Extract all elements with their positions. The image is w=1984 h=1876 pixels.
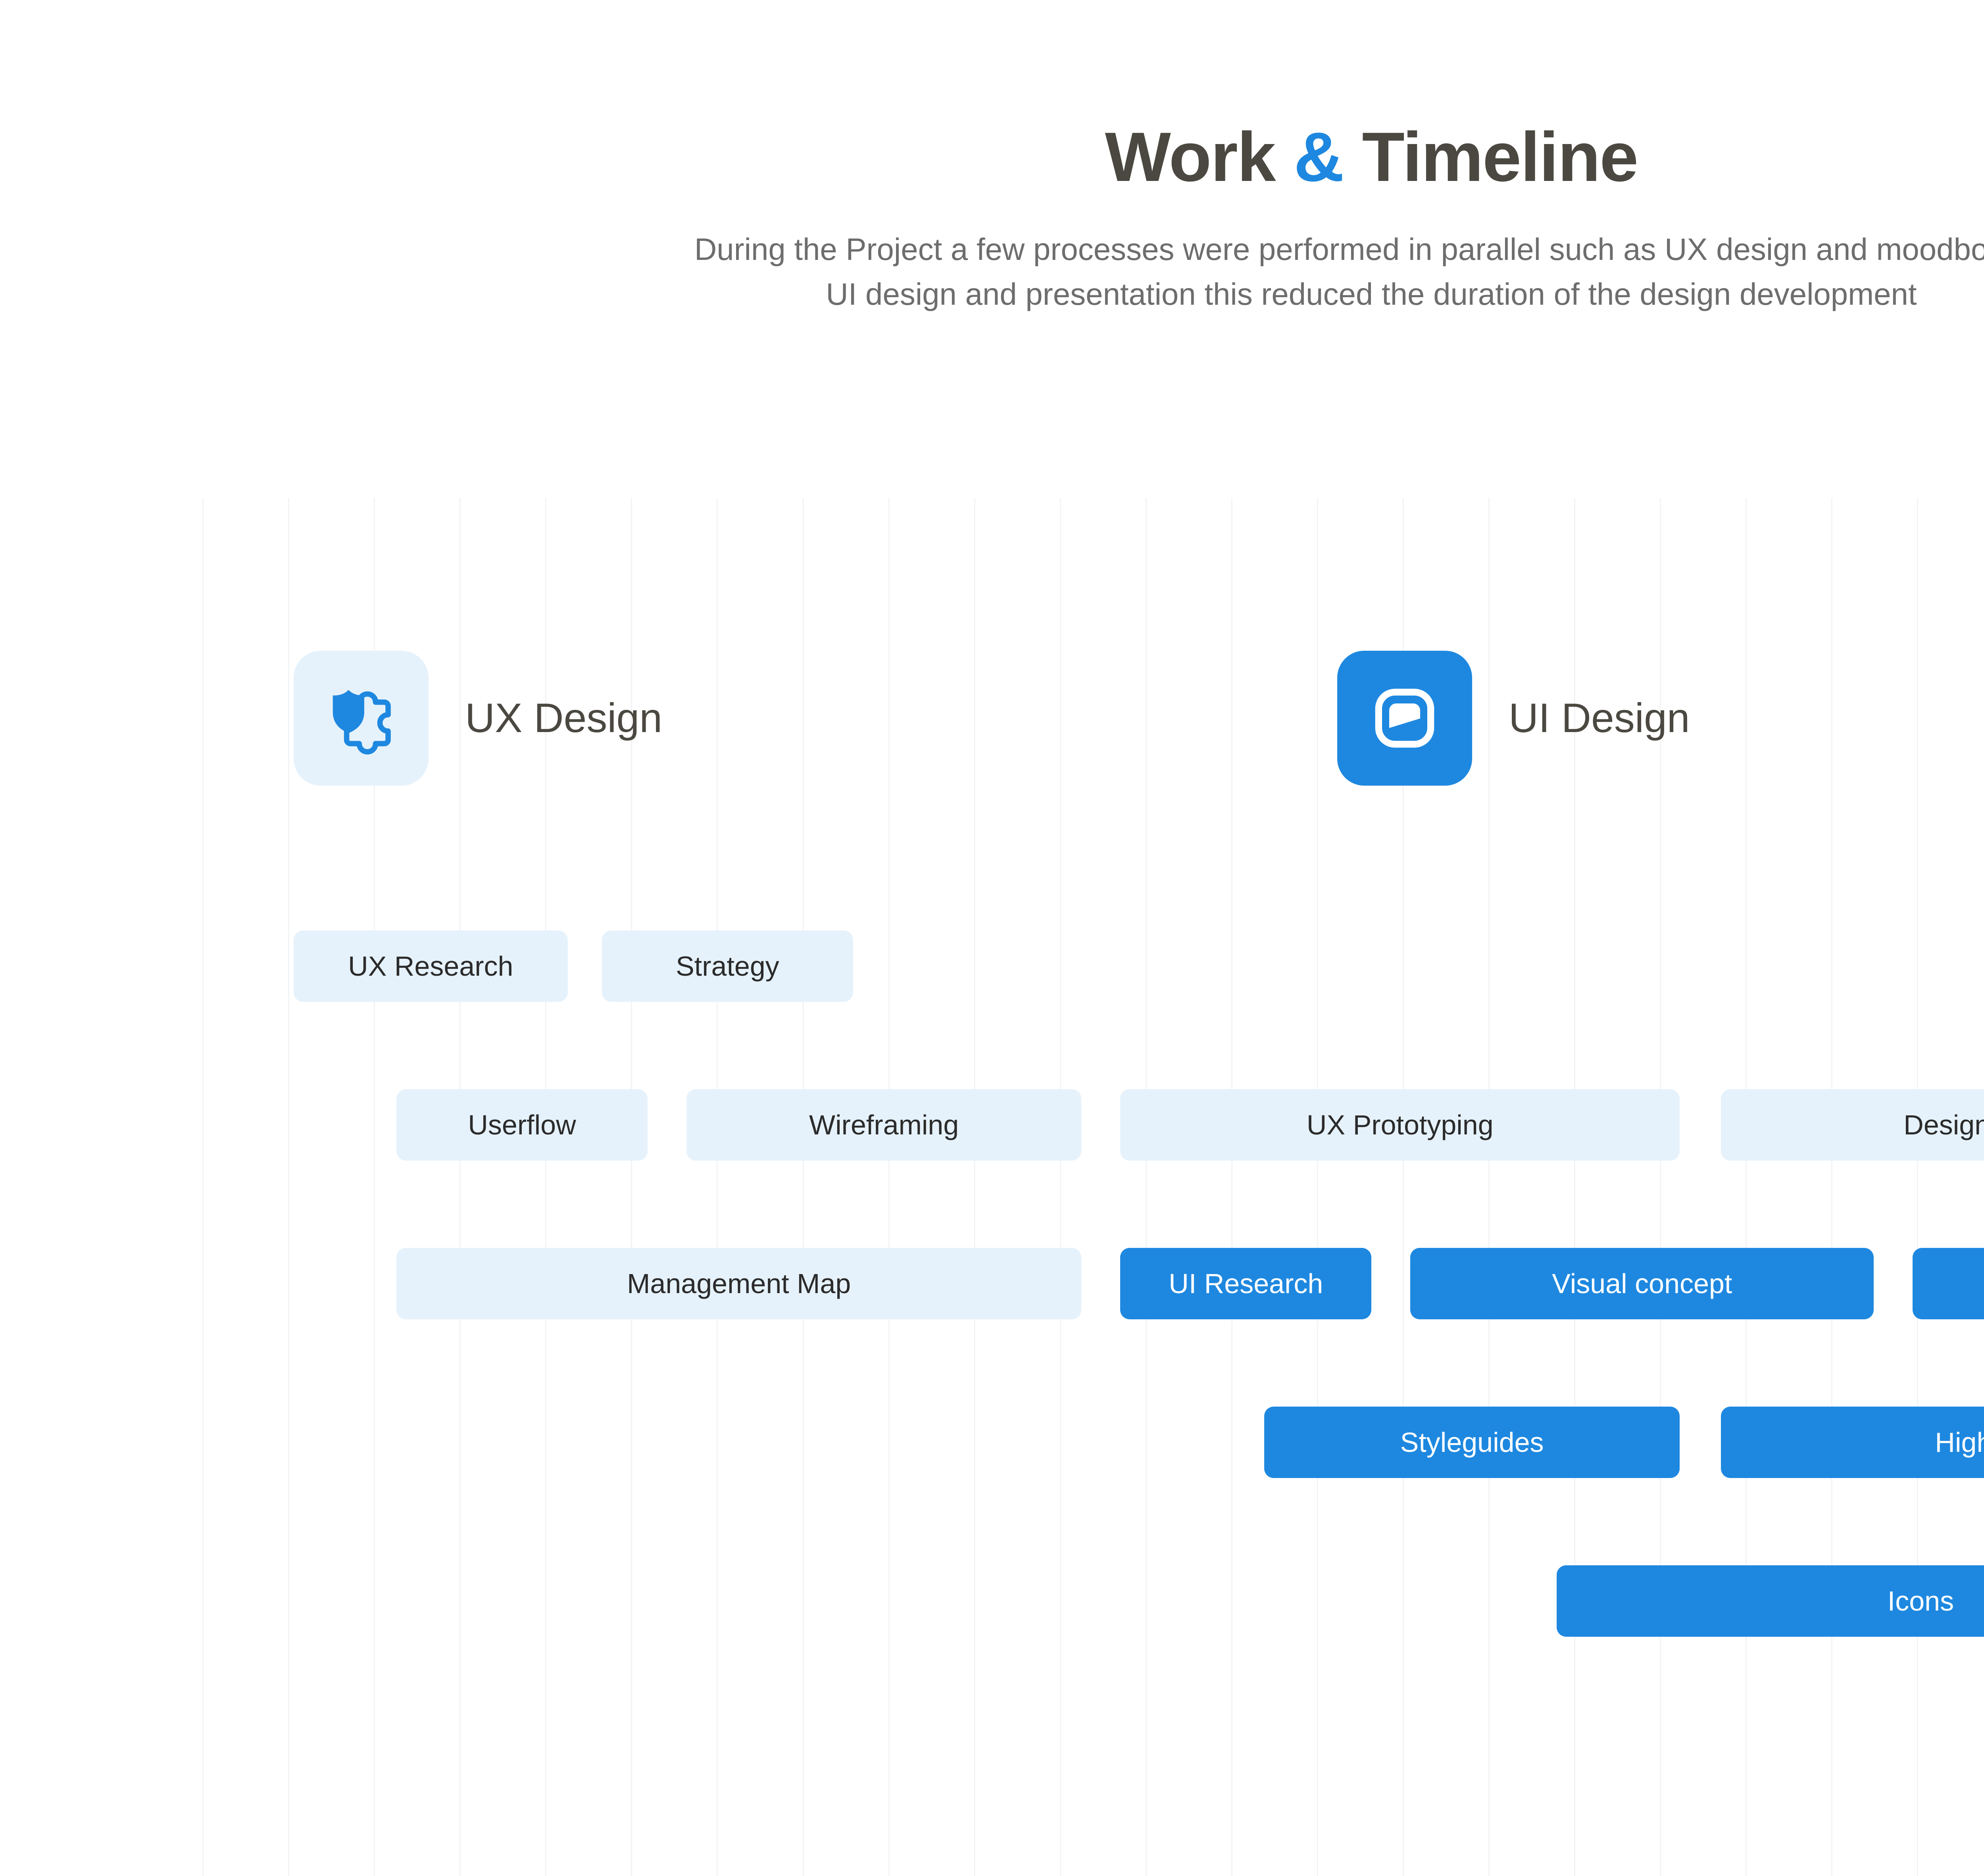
- page-subtitle: During the Project a few processes were …: [0, 227, 1984, 317]
- gridline: [1145, 498, 1147, 1876]
- timeline-bar[interactable]: Icons: [1556, 1565, 1984, 1637]
- gridline: [288, 498, 290, 1876]
- gridline: [888, 498, 890, 1876]
- timeline-bar[interactable]: Styleguides: [1264, 1407, 1680, 1478]
- gridline: [717, 498, 718, 1876]
- timeline-bar[interactable]: UX Research: [294, 930, 568, 1002]
- timeline-bar[interactable]: Testing: [1913, 1248, 1984, 1319]
- gridline: [202, 498, 204, 1876]
- gridline: [974, 498, 975, 1876]
- timeline-bar[interactable]: UX Prototyping: [1120, 1089, 1680, 1161]
- gridline: [1059, 498, 1061, 1876]
- timeline-bar[interactable]: Highfidelity: [1721, 1407, 1984, 1478]
- group-label-ui-design: UI Design: [1509, 695, 1690, 741]
- gridline: [1917, 498, 1919, 1876]
- header: Work & Timeline During the Project a few…: [0, 119, 1984, 317]
- timeline-bar[interactable]: Strategy: [602, 930, 853, 1002]
- timeline-bar[interactable]: Design Thinking: [1721, 1089, 1984, 1161]
- title-part-1: Work: [1105, 118, 1294, 196]
- subtitle-line-1: During the Project a few processes were …: [694, 231, 1984, 267]
- group-header-ui-design[interactable]: UI Design: [1337, 651, 1690, 786]
- gridline: [1317, 498, 1318, 1876]
- group-label-ux-design: UX Design: [465, 695, 663, 741]
- gridline: [1746, 498, 1747, 1876]
- gridline: [1831, 498, 1833, 1876]
- gridline: [1231, 498, 1232, 1876]
- group-header-ux-design[interactable]: UX Design: [294, 651, 662, 786]
- title-part-2: Timeline: [1343, 118, 1638, 196]
- timeline-bar[interactable]: Visual concept: [1410, 1248, 1874, 1319]
- timeline-bar[interactable]: Userflow: [396, 1089, 648, 1161]
- timeline-bar[interactable]: UI Research: [1120, 1248, 1372, 1319]
- subtitle-line-2: UI design and presentation this reduced …: [826, 276, 1917, 311]
- shield-puzzle-icon: [294, 651, 429, 786]
- image-frame-icon: [1337, 651, 1472, 786]
- timeline-bar[interactable]: Wireframing: [686, 1089, 1082, 1161]
- timeline-bar[interactable]: Management Map: [396, 1248, 1082, 1319]
- title-ampersand: &: [1294, 118, 1344, 196]
- page-title: Work & Timeline: [0, 119, 1984, 196]
- gridline: [802, 498, 804, 1876]
